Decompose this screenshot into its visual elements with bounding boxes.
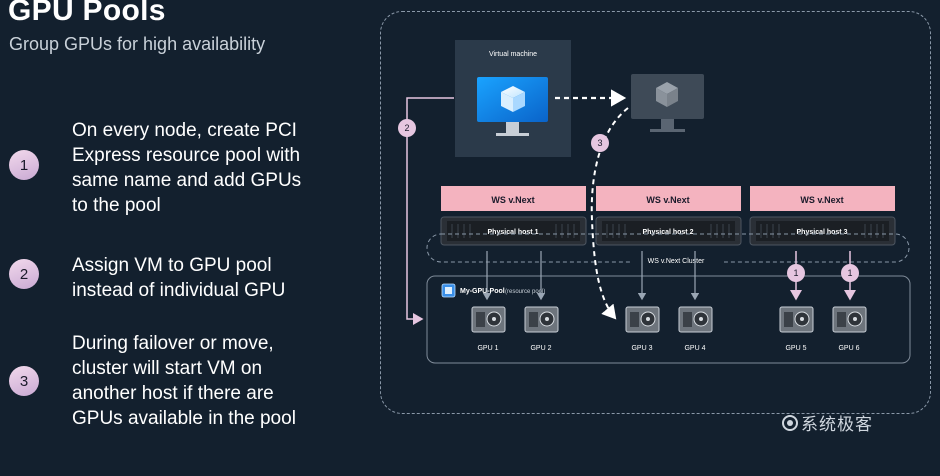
step-2-text: Assign VM to GPU pool instead of individ… (72, 253, 285, 303)
pool-name: My-GPU-Pool (460, 288, 505, 295)
gpu-2-label: GPU 2 (530, 345, 551, 352)
step-2-badge: 2 (9, 259, 39, 289)
gpu-1-label: GPU 1 (477, 345, 498, 352)
step-1-text: On every node, create PCI Express resour… (72, 118, 301, 218)
assign-vm-to-pool-path (406, 97, 454, 325)
svg-text:1: 1 (793, 268, 798, 278)
gpu-3-icon (625, 306, 660, 333)
step-3-badge: 3 (9, 366, 39, 396)
host-1-server-icon (440, 216, 587, 246)
gpu-3-label: GPU 3 (631, 345, 652, 352)
step-3-line: cluster will start VM on (72, 358, 263, 379)
host-3-label: Physical host 3 (797, 229, 848, 236)
diagram-frame (380, 11, 931, 414)
host-1-label: Physical host 1 (488, 229, 539, 236)
host-2-os-bar (596, 186, 741, 211)
ghost-vm-monitor-icon (631, 74, 704, 132)
step-1-line: to the pool (72, 195, 161, 216)
step-3-line: GPUs available in the pool (72, 408, 296, 429)
vm-label: Virtual machine (489, 51, 537, 58)
pool-note: (resource pool) (505, 289, 545, 295)
step-2-line: instead of individual GPU (72, 280, 286, 301)
gpu-4-label: GPU 4 (684, 345, 705, 352)
step-3-line: another host if there are (72, 383, 274, 404)
watermark-logo-icon (782, 414, 798, 431)
step-1-badge: 1 (9, 150, 39, 180)
host-2-os-label: WS v.Next (646, 195, 689, 205)
host-2-label: Physical host 2 (643, 229, 694, 236)
step-3-text: During failover or move, cluster will st… (72, 331, 296, 431)
host-2-server-icon (595, 216, 742, 246)
gpu-pool-box (426, 275, 911, 364)
marker-step-1-a: 1 (787, 264, 805, 282)
watermark: 系统极客 (782, 410, 873, 435)
gpu-5-label: GPU 5 (785, 345, 806, 352)
svg-text:2: 2 (404, 123, 409, 133)
host-3-server-icon (749, 216, 896, 246)
failover-path (590, 107, 629, 320)
gpu-2-icon (524, 306, 559, 333)
gpu-4-icon (678, 306, 713, 333)
step-1-line: Express resource pool with (72, 145, 301, 166)
svg-text:3: 3 (597, 138, 602, 148)
host-3-os-label: WS v.Next (800, 195, 843, 205)
host-1-os-label: WS v.Next (491, 195, 534, 205)
page-title: GPU Pools (8, 0, 166, 27)
host-3-os-bar (750, 186, 895, 211)
step-3-line: During failover or move, (72, 333, 274, 354)
step-1-line: On every node, create PCI (72, 120, 297, 141)
gpu-6-label: GPU 6 (838, 345, 859, 352)
cluster-label: WS v.Next Cluster (648, 258, 705, 265)
step-1-line: same name and add GPUs (72, 170, 302, 191)
marker-step-3: 3 (591, 134, 609, 152)
svg-text:1: 1 (847, 268, 852, 278)
host-1-os-bar (441, 186, 586, 211)
watermark-text: 系统极客 (801, 415, 873, 434)
step-2-line: Assign VM to GPU pool (72, 255, 272, 276)
pool-icon (441, 283, 456, 298)
page-subtitle: Group GPUs for high availability (9, 34, 266, 54)
vm-monitor-icon (477, 77, 548, 136)
gpu-6-icon (832, 306, 867, 333)
marker-step-2: 2 (398, 119, 416, 137)
gpu-1-icon (471, 306, 506, 333)
marker-step-1-b: 1 (841, 264, 859, 282)
cluster-label-bg (632, 253, 724, 267)
gpu-5-icon (779, 306, 814, 333)
